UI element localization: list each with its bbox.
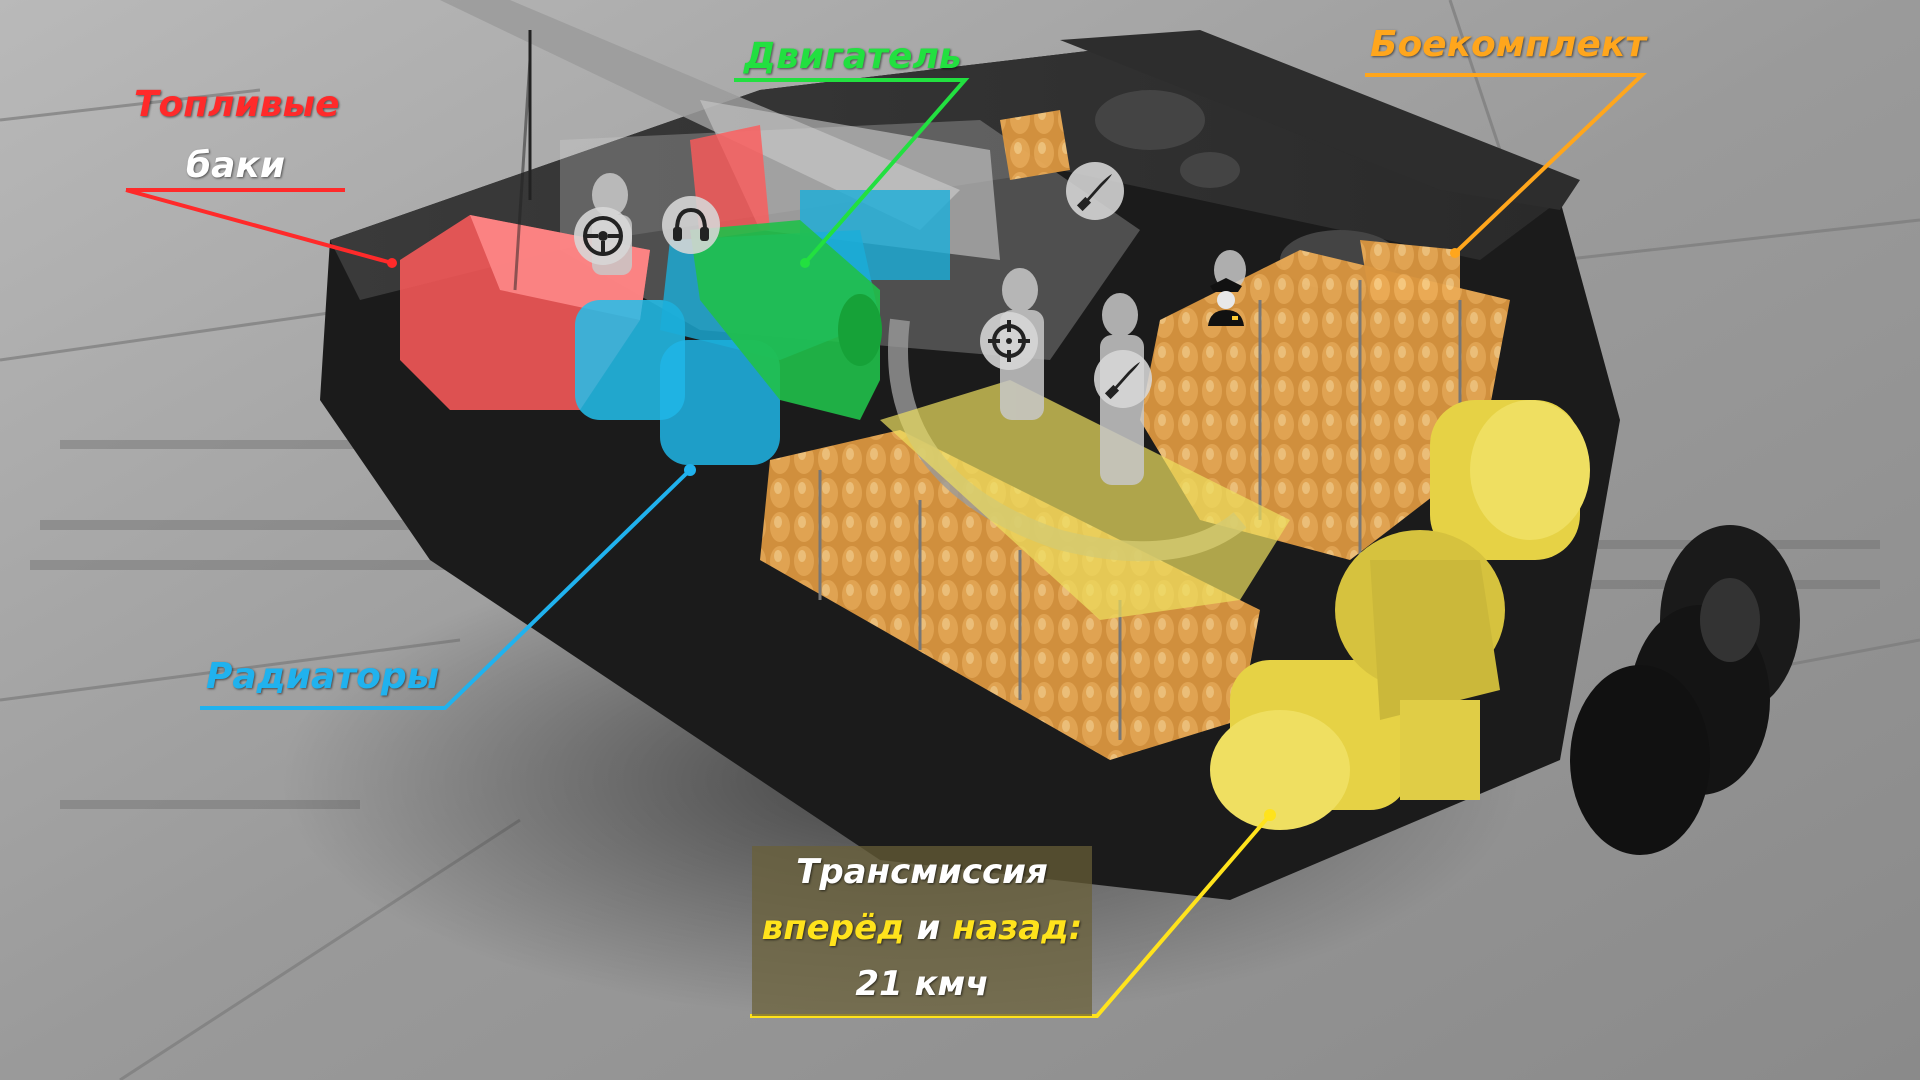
- forward-text: вперёд: [761, 908, 905, 948]
- transmission-info-box: Трансмиссия вперёд и назад: 21 кмч: [752, 846, 1092, 1016]
- crosshair-icon: [980, 312, 1038, 370]
- headphones-icon: [662, 196, 720, 254]
- reverse-text: назад: [952, 908, 1069, 948]
- rear-wheels: [1570, 525, 1800, 855]
- leader-lines: [125, 73, 1648, 1018]
- transmission-direction-line: вперёд и назад:: [752, 908, 1092, 948]
- engine: [690, 220, 882, 420]
- transmission-speed: 21 кмч: [855, 964, 989, 1004]
- colon-text: :: [1068, 908, 1083, 948]
- shell-icon: [1066, 162, 1124, 220]
- shell-icon: [1094, 350, 1152, 408]
- transmission: [880, 380, 1590, 830]
- transmission-label: Трансмиссия: [796, 852, 1048, 892]
- and-text: и: [904, 908, 953, 948]
- engine-deck: [1060, 30, 1580, 210]
- fuel-tanks-label-line2: баки: [186, 145, 286, 186]
- ammo-racks: [760, 110, 1510, 760]
- fuel-tanks-label: Топливые: [134, 84, 340, 125]
- commander-icon: [1198, 268, 1254, 328]
- radiators-label: Радиаторы: [206, 656, 440, 697]
- ammo-label: Боекомплект: [1370, 24, 1647, 65]
- steering-wheel-icon: [574, 207, 632, 265]
- engine-label: Двигатель: [744, 36, 962, 77]
